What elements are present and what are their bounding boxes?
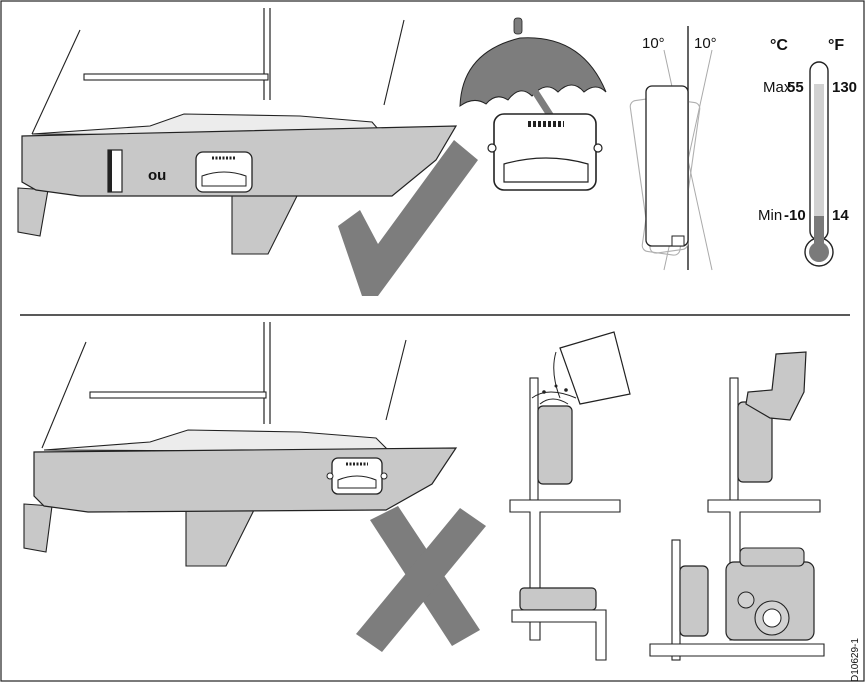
fahrenheit-unit: °F	[828, 37, 844, 54]
min-fahrenheit-value: 14	[832, 207, 849, 224]
reference-code: D10629-1	[850, 638, 861, 682]
max-label: Max	[763, 79, 792, 96]
checkmark-icon	[338, 140, 478, 296]
boat-incorrect	[23, 322, 458, 567]
unit-horizontal	[195, 151, 253, 193]
thermometer-icon	[804, 61, 834, 267]
min-celsius-value: -10	[784, 207, 806, 224]
max-celsius-value: 55	[787, 79, 804, 96]
jug-icon	[559, 331, 631, 405]
boot-icon	[745, 351, 807, 421]
flat-mount-scene	[511, 587, 607, 661]
or-label: ou	[148, 167, 166, 184]
celsius-unit: °C	[770, 37, 788, 54]
cross-icon	[356, 506, 486, 652]
tilt-diagram: 10° 10°	[629, 26, 717, 271]
max-fahrenheit-value: 130	[832, 79, 857, 96]
tilt-left-label: 10°	[642, 35, 665, 52]
unit-on-hull	[326, 457, 388, 495]
boom	[89, 391, 267, 399]
boat-correct: ou	[17, 8, 458, 255]
engine-proximity-scene	[649, 539, 825, 661]
unit-sheltered	[487, 113, 603, 191]
tilt-right-label: 10°	[694, 35, 717, 52]
boom	[83, 73, 269, 81]
min-label: Min	[758, 207, 782, 224]
engine-icon	[725, 547, 815, 641]
hull	[33, 447, 458, 513]
